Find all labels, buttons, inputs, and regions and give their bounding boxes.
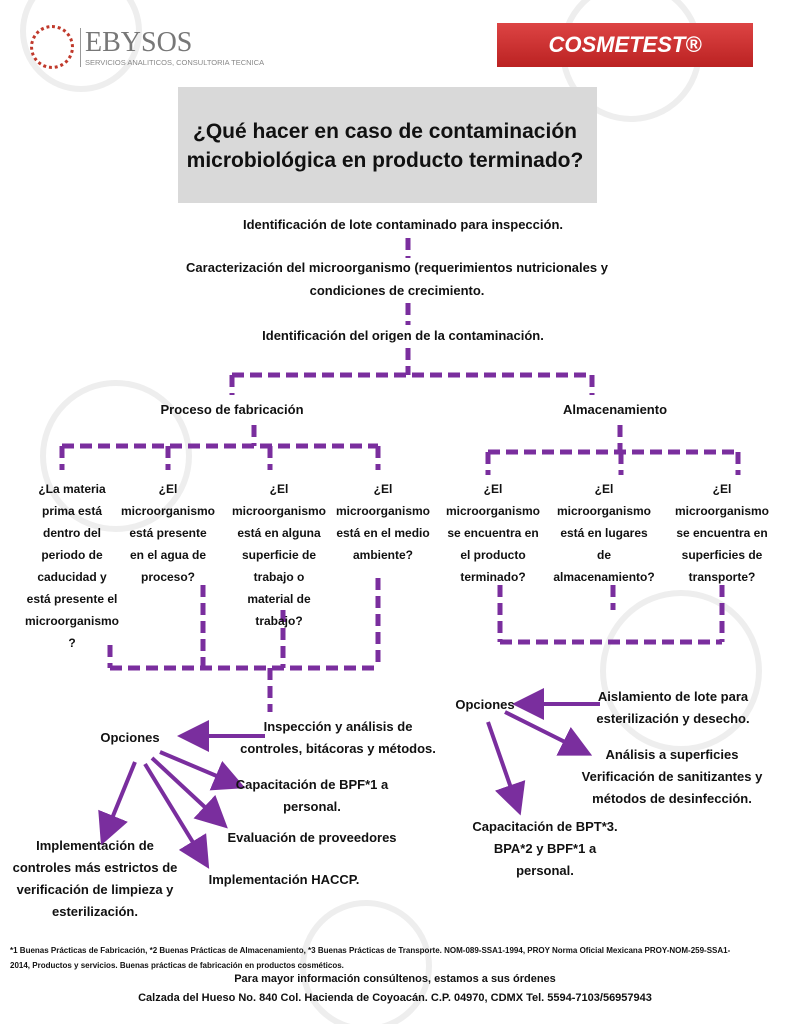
step-identify-lot: Identificación de lote contaminado para …	[242, 217, 564, 232]
question-5: ¿El microorganismo se encuentra en el produ…	[446, 478, 540, 588]
step-characterize-line2: condiciones de crecimiento.	[309, 283, 485, 298]
question-line: almacenamiento?	[553, 570, 655, 584]
question-line: microorganismo	[120, 504, 216, 518]
left-options-label: Opciones	[100, 730, 160, 745]
question-line: ?	[68, 636, 76, 650]
title-line: microbiológica en producto terminado?	[186, 149, 584, 172]
question-line: en el agua de	[129, 548, 207, 562]
text-line: Capacitación de BPF*1 a	[235, 777, 389, 792]
question-line: ¿El	[269, 482, 289, 496]
step-identify-origin: Identificación del origen de la contamin…	[262, 328, 544, 343]
text-line: Implementación de	[36, 838, 154, 853]
question-line: de	[596, 548, 611, 562]
contact-text: Para mayor información consúltenos, esta…	[234, 973, 556, 985]
question-line: transporte?	[688, 570, 756, 584]
text-line: personal.	[516, 863, 574, 878]
question-line: está en lugares	[560, 526, 648, 540]
question-line: microorganismo	[674, 504, 770, 518]
question-line: está en alguna	[237, 526, 321, 540]
text-line: métodos de desinfección.	[592, 791, 752, 806]
step-characterize-line1: Caracterización del microorganismo (requ…	[186, 260, 608, 275]
suppliers-text: Evaluación de proveedores	[227, 830, 397, 845]
ebysos-logo: EBYSOS SERVICIOS ANALITICOS, CONSULTORIA…	[30, 22, 264, 72]
question-line: caducidad y	[37, 570, 107, 584]
background-petri-dish-decoration	[20, 0, 142, 92]
question-line: microorganismo	[556, 504, 652, 518]
cosmetest-logo: COSMETEST®	[497, 23, 753, 67]
question-line: terminado?	[460, 570, 526, 584]
isolation-text: Aislamiento de lote para esterilización y…	[596, 686, 749, 730]
text-line: Capacitación de BPT*3.	[472, 819, 618, 834]
text-line: personal.	[283, 799, 341, 814]
question-line: se encuentra en	[447, 526, 539, 540]
ebysos-tagline: SERVICIOS ANALITICOS, CONSULTORIA TECNIC…	[85, 57, 265, 67]
text-line: esterilización.	[52, 904, 138, 919]
address-text: Calzada del Hueso No. 840 Col. Hacienda …	[138, 992, 652, 1004]
sun-logo-icon	[30, 25, 74, 69]
question-line: microorganismo	[335, 504, 431, 518]
question-1: ¿La materia prima está dentro del periodo d…	[25, 478, 119, 654]
question-line: microorganismo	[445, 504, 541, 518]
question-line: está en el medio	[336, 526, 430, 540]
question-line: proceso?	[140, 570, 195, 584]
question-line: ¿El	[712, 482, 732, 496]
text-line: BPA*2 y BPF*1 a	[493, 841, 597, 856]
right-training-text: Capacitación de BPT*3. BPA*2 y BPF*1 a per…	[472, 816, 617, 882]
question-line: el producto	[460, 548, 526, 562]
question-line: microorganismo	[24, 614, 120, 628]
left-training-text: Capacitación de BPF*1 a personal.	[236, 774, 388, 818]
text-line: Aislamiento de lote para	[597, 689, 749, 704]
branch-storage: Almacenamiento	[562, 402, 668, 417]
question-line: superficie de	[241, 548, 317, 562]
background-petri-dish-decoration	[600, 590, 762, 752]
question-line: superficies de	[681, 548, 763, 562]
text-line: Análisis a superficies	[605, 747, 739, 762]
question-6: ¿El microorganismo está en lugares de almace…	[553, 478, 654, 588]
footnote-line2: 2014, Productos y servicios. Buenas prác…	[10, 961, 344, 970]
question-line: prima está	[41, 504, 103, 518]
haccp-text: Implementación HACCP.	[208, 872, 360, 887]
text-line: controles, bitácoras y métodos.	[240, 741, 436, 756]
question-line: está presente	[129, 526, 207, 540]
text-line: controles más estrictos de	[12, 860, 178, 875]
branch-manufacturing: Proceso de fabricación	[160, 402, 304, 417]
footnote-line1: *1 Buenas Prácticas de Fabricación, *2 B…	[10, 946, 731, 955]
question-line: periodo de	[41, 548, 103, 562]
background-petri-dish-decoration	[300, 900, 432, 1024]
inspection-text: Inspección y análisis de controles, bitác…	[240, 716, 436, 760]
question-line: ¿La materia	[38, 482, 106, 496]
right-options-label: Opciones	[455, 697, 515, 712]
background-petri-dish-decoration	[40, 380, 192, 532]
question-line: está presente el	[26, 592, 118, 606]
question-line: microorganismo	[231, 504, 327, 518]
question-line: ¿El	[483, 482, 503, 496]
page-title: ¿Qué hacer en caso de contaminación micr…	[187, 117, 584, 175]
ebysos-name: EBYSOS	[85, 26, 193, 58]
question-line: ambiente?	[352, 548, 413, 562]
question-line: dentro del	[42, 526, 101, 540]
question-line: se encuentra en	[676, 526, 768, 540]
question-line: ¿El	[373, 482, 393, 496]
question-line: trabajo o	[253, 570, 305, 584]
question-line: ¿El	[594, 482, 614, 496]
question-4: ¿El microorganismo está en el medio ambient…	[336, 478, 430, 566]
text-line: Inspección y análisis de	[263, 719, 413, 734]
question-line: trabajo?	[255, 614, 303, 628]
question-2: ¿El microorganismo está presente en el agua…	[121, 478, 215, 588]
text-line: esterilización y desecho.	[596, 711, 750, 726]
question-3: ¿El microorganismo está en alguna superfici…	[232, 478, 326, 632]
controls-text: Implementación de controles más estrictos…	[13, 835, 178, 923]
title-box	[178, 87, 597, 203]
question-line: ¿El	[158, 482, 178, 496]
title-line: ¿Qué hacer en caso de contaminación	[193, 120, 577, 143]
question-line: material de	[247, 592, 311, 606]
text-line: Verificación de sanitizantes y	[581, 769, 763, 784]
cosmetest-text: COSMETEST®	[548, 32, 702, 57]
question-7: ¿El microorganismo se encuentra en superfic…	[675, 478, 769, 588]
text-line: verificación de limpieza y	[16, 882, 174, 897]
